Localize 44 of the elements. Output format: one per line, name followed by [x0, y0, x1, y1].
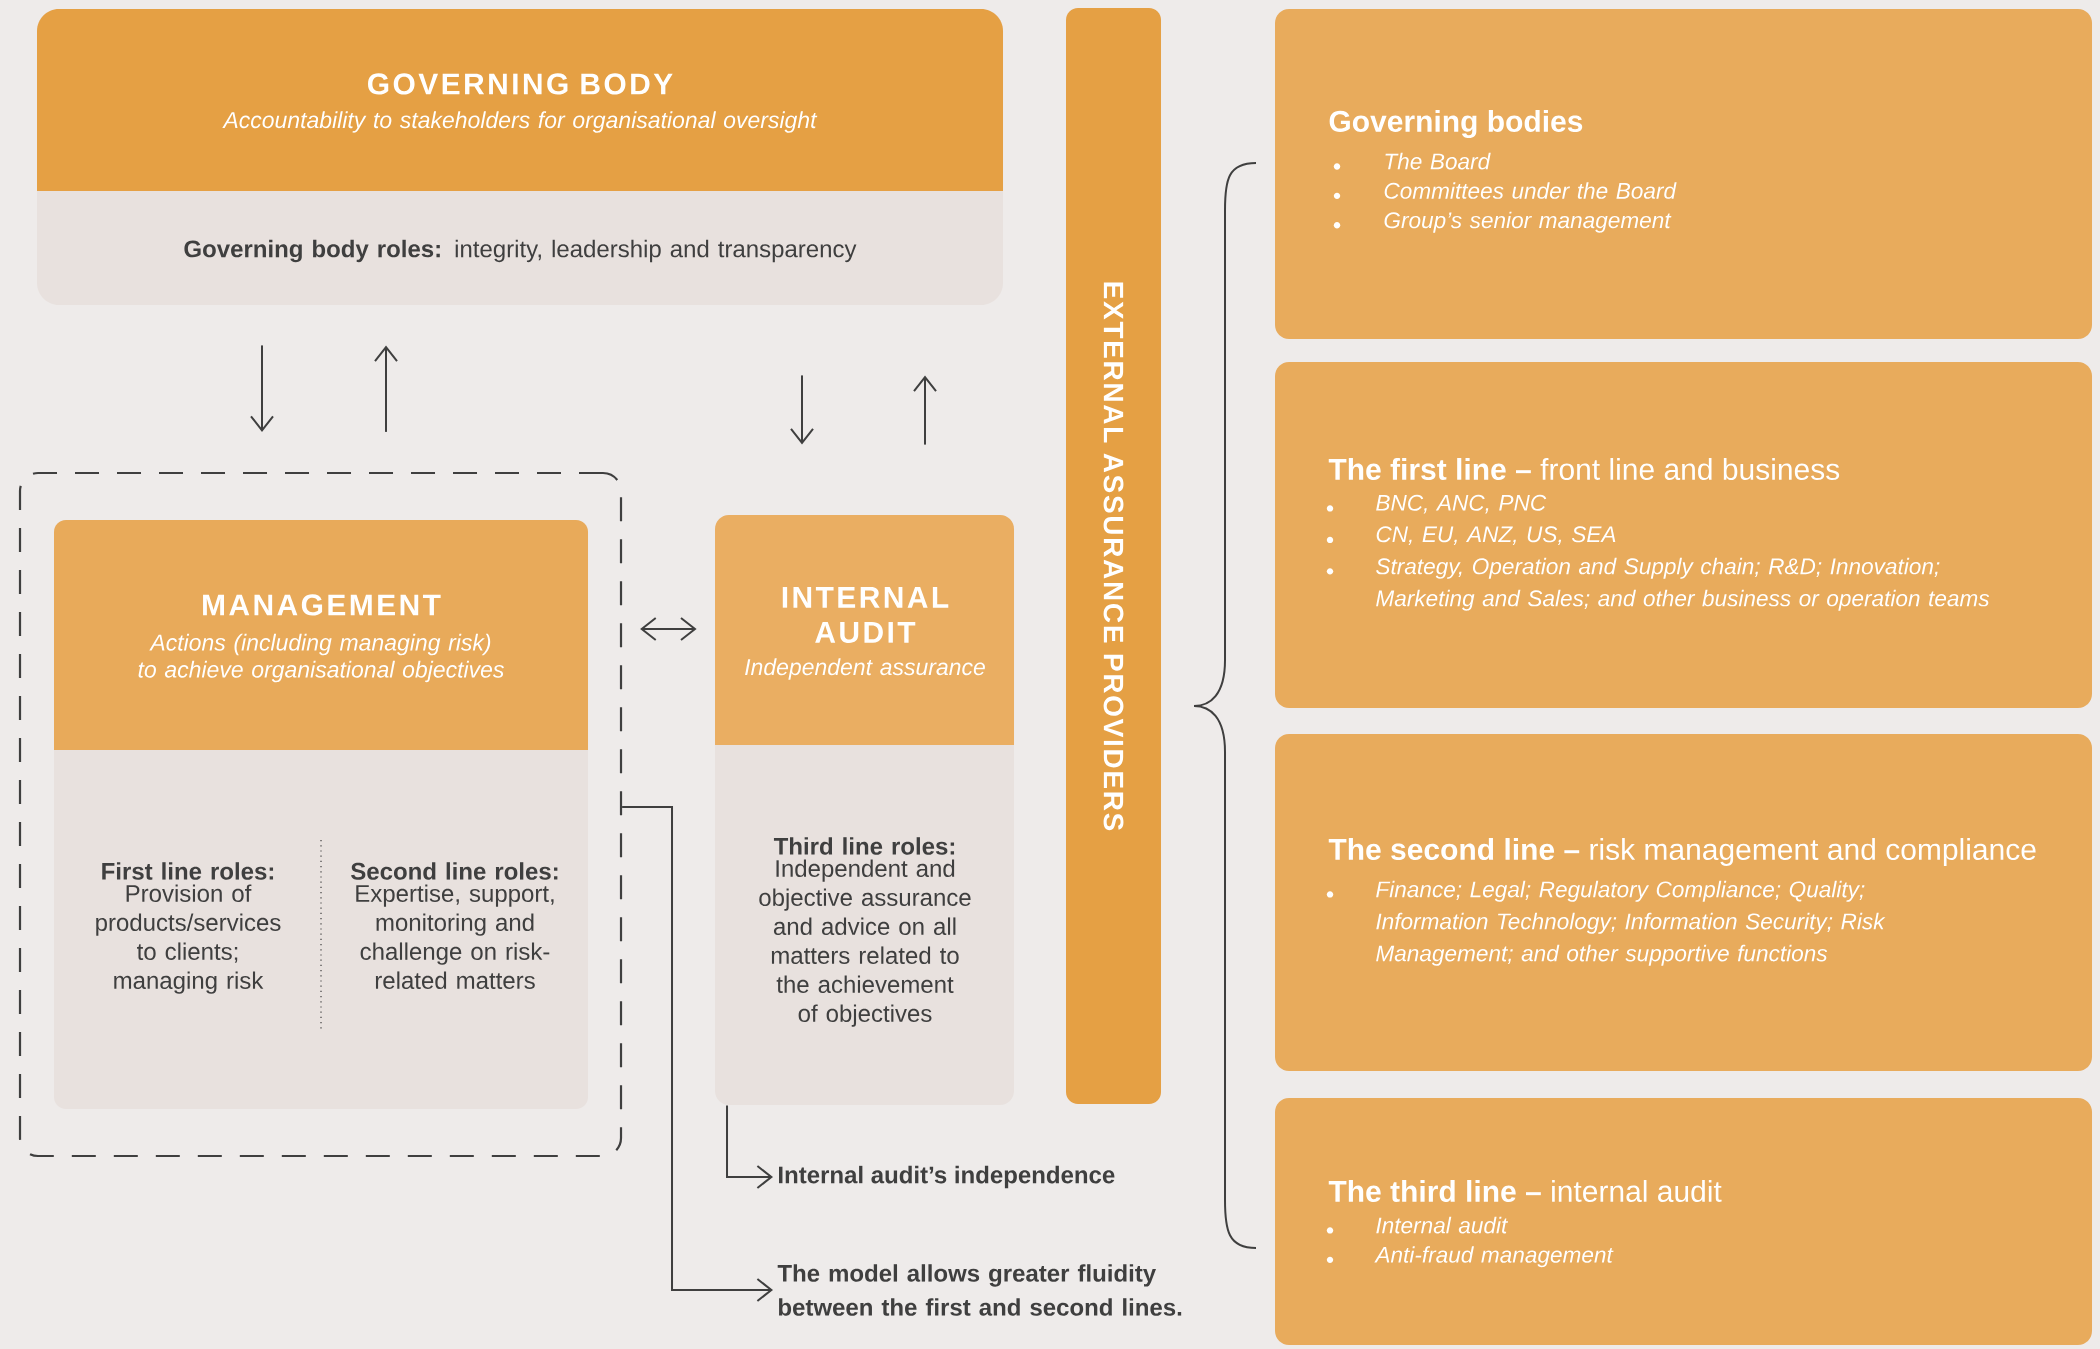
list-item: Committees under the Board [1333, 182, 1677, 200]
arrow [790, 374, 814, 445]
info-card [1275, 1098, 2092, 1345]
roles-heading: Second line roles: [351, 862, 558, 880]
arrow [250, 344, 274, 432]
list-item: The Board [1333, 152, 1491, 170]
roles-heading: First line roles: [102, 862, 274, 880]
roles-text: Governing body roles: integrity, leadership and transparency [184, 239, 857, 263]
arrow [726, 1104, 773, 1189]
card-heading: The first line – front line and business [1328, 458, 1840, 480]
role-box [715, 515, 1014, 1105]
box-title: MANAGEMENT [203, 594, 441, 616]
card-heading: The third line – internal audit [1328, 1180, 1722, 1202]
list-item: Finance; Legal; Regulatory Compliance; Quality; Information Technology; Information Security; Risk Management; and other supportive functions [1326, 880, 1886, 966]
list-item: BNC, ANC, PNC [1326, 494, 1547, 514]
box-title: GOVERNING BODY [368, 73, 673, 95]
info-card [1275, 734, 2092, 1071]
note-text: The model allows greater fluidity between the first and second lines. [777, 1264, 1182, 1316]
arrow [913, 375, 937, 446]
arrow [640, 617, 697, 641]
info-card [1275, 362, 2092, 708]
vertical-band: EXTERNAL ASSURANCE PROVIDERS [1066, 8, 1161, 1104]
box-subtitle: Actions (including managing risk) to achieve organisational objectives [138, 633, 504, 683]
box-subtitle: Accountability to stakeholders for organisational oversight [222, 111, 818, 133]
role-box [37, 9, 1003, 305]
card-heading: Governing bodies [1329, 109, 1583, 139]
dashed-group-outline [18, 471, 623, 1158]
info-card [1275, 9, 2092, 339]
roles-text: Provision of products/services to clients; managing risk [96, 884, 281, 994]
list-item: Internal audit [1326, 1216, 1509, 1234]
list-item: Group’s senior management [1333, 211, 1672, 233]
box-title: INTERNAL AUDIT [782, 587, 949, 643]
list-item: Anti-fraud management [1326, 1246, 1614, 1268]
box-subtitle: Independent assurance [745, 658, 985, 680]
list-item: Strategy, Operation and Supply chain; R&D; Innovation; Marketing and Sales; and other business or operation teams [1326, 557, 1990, 611]
roles-text: Independent and objective assurance and advice on all matters related to the achievement of objectives [759, 859, 971, 1027]
list-item: CN, EU, ANZ, US, SEA [1326, 526, 1616, 545]
roles-text: Expertise, support, monitoring and challenge on risk-related matters [356, 884, 554, 989]
card-heading: The second line – risk management and compliance [1328, 838, 2036, 866]
note-text: Internal audit’s independence [779, 1165, 1115, 1189]
arrow [621, 806, 773, 1302]
roles-heading: Third line roles: [773, 837, 955, 855]
role-box [54, 520, 588, 1109]
arrow [374, 345, 398, 433]
